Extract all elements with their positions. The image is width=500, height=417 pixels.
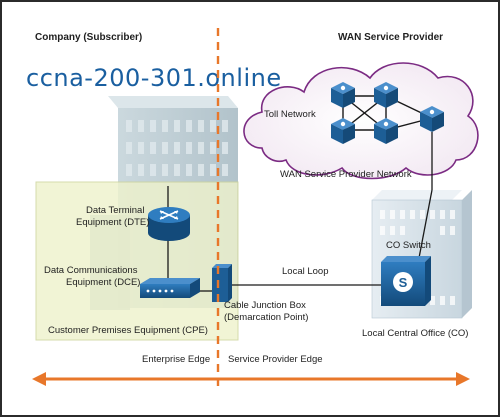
provider-header: WAN Service Provider: [338, 32, 443, 43]
modem-icon: [140, 278, 200, 298]
uplink-drop: [418, 189, 433, 259]
co-label: Local Central Office (CO): [362, 328, 468, 339]
wan-cloud: [243, 62, 479, 180]
wan-switch-icon: [374, 118, 398, 144]
edge-arrow: [32, 372, 470, 386]
wan-network-label: WAN Service Provider Network: [280, 169, 412, 180]
dte-label-line1: Data Terminal: [86, 205, 144, 216]
co-switch-label: CO Switch: [386, 240, 431, 251]
cpe-label: Customer Premises Equipment (CPE): [48, 325, 208, 336]
wan-switch-icon: [420, 106, 444, 132]
svg-text:S: S: [399, 275, 408, 290]
provider-edge-label: Service Provider Edge: [228, 354, 323, 365]
junction-label-line1: Cable Junction Box: [224, 300, 306, 311]
company-header: Company (Subscriber): [35, 32, 142, 43]
junction-label-line2: (Demarcation Point): [224, 312, 308, 323]
co-switch-icon: S: [381, 256, 431, 306]
cpe-region: [35, 181, 239, 341]
local-loop-label: Local Loop: [282, 266, 328, 277]
junction-box-icon: [212, 264, 232, 302]
enterprise-edge-label: Enterprise Edge: [142, 354, 210, 365]
watermark-text: ccna-200-301.online: [26, 64, 282, 92]
wan-switch-icon: [374, 82, 398, 108]
wan-switch-icon: [331, 118, 355, 144]
dce-label-line1: Data Communications: [44, 265, 138, 276]
dce-label-line2: Equipment (DCE): [66, 277, 140, 288]
dte-label-line2: Equipment (DTE): [76, 217, 149, 228]
wan-switch-icon: [331, 82, 355, 108]
toll-network-label: Toll Network: [264, 109, 316, 120]
router-icon: [148, 207, 190, 241]
